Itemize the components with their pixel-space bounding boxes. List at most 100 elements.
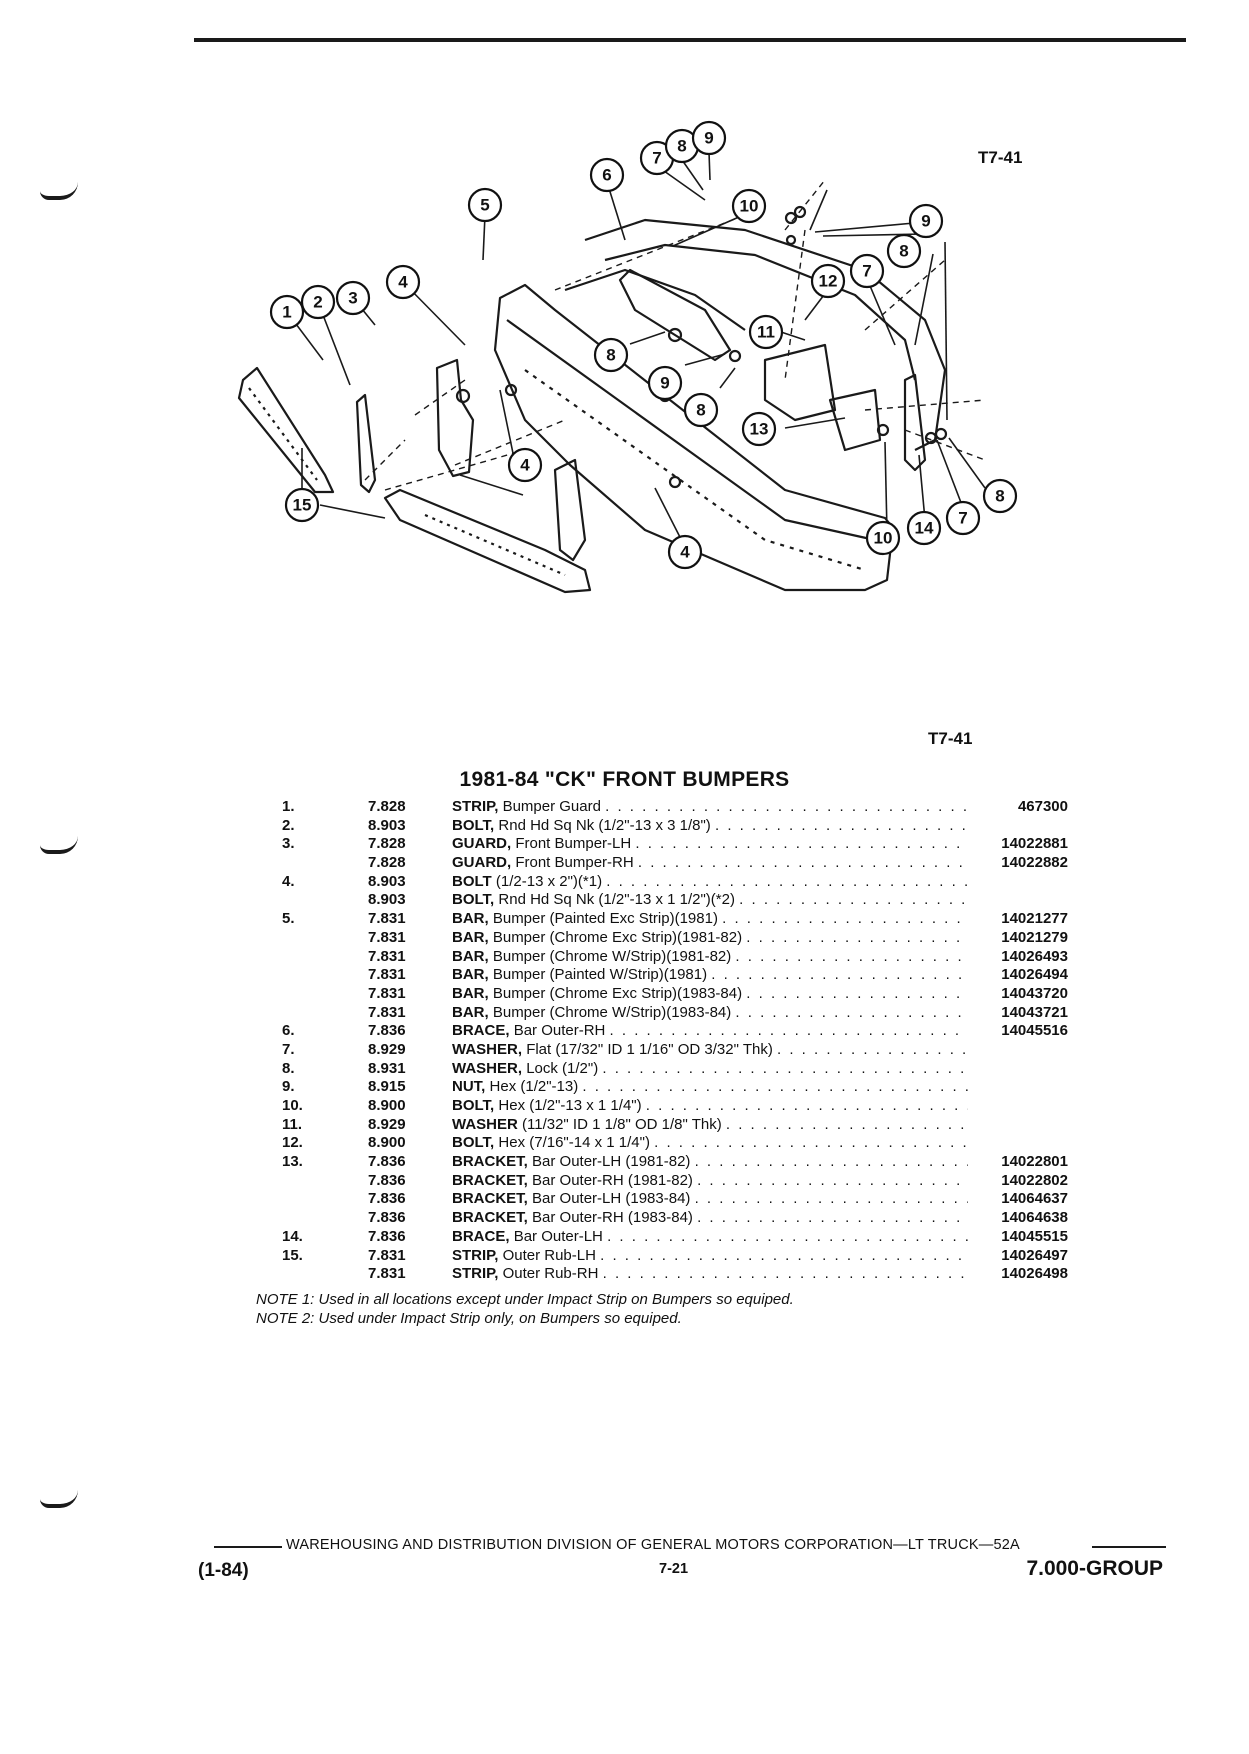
part-name: NUT,: [452, 1078, 486, 1096]
svg-text:9: 9: [921, 212, 930, 231]
part-name: WASHER,: [452, 1059, 523, 1077]
svg-text:8: 8: [677, 137, 686, 156]
bumper-bar: [493, 283, 895, 592]
part-number: 14045515: [1001, 1227, 1068, 1245]
part-number: 14064637: [1001, 1190, 1068, 1208]
callout-8: 8: [982, 478, 1018, 514]
part-detail: Bar Outer-LH (1981-82): [532, 1153, 691, 1171]
svg-text:14: 14: [915, 519, 934, 538]
footer-rule-left: [214, 1546, 282, 1548]
part-number: 14022882: [1001, 854, 1068, 872]
part-description: WASHER (11/32" ID 1 1/8" OD 1/8" Thk) . …: [452, 1116, 968, 1135]
group-number: 7.828: [368, 835, 406, 853]
callout-15: 15: [284, 487, 320, 523]
part-description: BAR, Bumper (Chrome Exc Strip)(1981-82) …: [452, 929, 968, 948]
group-number: 7.836: [368, 1171, 406, 1189]
part-description: WASHER, Flat (17/32" ID 1 1/16" OD 3/32"…: [452, 1041, 968, 1060]
footer-group: 7.000-GROUP: [1026, 1557, 1163, 1580]
part-description: BRACKET, Bar Outer-LH (1983-84) . . . . …: [452, 1190, 968, 1209]
part-description: BAR, Bumper (Chrome Exc Strip)(1983-84) …: [452, 985, 968, 1004]
group-number: 7.836: [368, 1153, 406, 1171]
callout-13: 13: [741, 411, 777, 447]
svg-text:7: 7: [862, 262, 871, 281]
outer-rub-strip-rh: [383, 488, 592, 594]
part-name: BRACKET,: [452, 1153, 528, 1171]
svg-text:9: 9: [704, 129, 713, 148]
leader-dots: . . . . . . . . . . . . . . . . . . . . …: [714, 816, 968, 834]
group-number: 7.836: [368, 1227, 406, 1245]
part-description: GUARD, Front Bumper-LH . . . . . . . . .…: [452, 835, 968, 854]
callout-4: 4: [507, 447, 543, 483]
callout-9: 9: [691, 120, 727, 156]
part-name: STRIP,: [452, 1265, 499, 1283]
svg-text:13: 13: [750, 420, 769, 439]
part-name: BRACE,: [452, 1227, 510, 1245]
binding-mark: [40, 1490, 78, 1508]
part-name: BAR,: [452, 947, 489, 965]
part-name: BRACKET,: [452, 1190, 528, 1208]
callout-2: 2: [300, 284, 336, 320]
part-description: BRACKET, Bar Outer-RH (1983-84) . . . . …: [452, 1209, 968, 1228]
part-detail: Front Bumper-LH: [515, 835, 632, 853]
svg-text:6: 6: [602, 166, 611, 185]
part-number: 467300: [1017, 798, 1068, 815]
svg-text:3: 3: [348, 289, 357, 308]
svg-text:15: 15: [293, 496, 312, 515]
part-name: BRACE,: [452, 1022, 510, 1040]
part-description: BAR, Bumper (Painted Exc Strip)(1981) . …: [452, 910, 968, 929]
leader-dots: . . . . . . . . . . . . . . . . . . . . …: [602, 1265, 968, 1283]
part-description: BRACKET, Bar Outer-LH (1981-82) . . . . …: [452, 1153, 968, 1172]
item-number: 7.: [282, 1040, 295, 1058]
group-number: 7.831: [368, 1246, 406, 1264]
part-name: GUARD,: [452, 835, 512, 853]
item-number: 8.: [282, 1059, 295, 1077]
part-number: 14043720: [1001, 984, 1068, 1002]
callout-9: 9: [908, 203, 944, 239]
callout-8: 8: [593, 337, 629, 373]
part-description: NUT, Hex (1/2"-13) . . . . . . . . . . .…: [452, 1078, 968, 1097]
part-name: BAR,: [452, 928, 489, 946]
part-name: STRIP,: [452, 1246, 499, 1264]
outer-brace-rh: [618, 268, 732, 362]
leader-dots: . . . . . . . . . . . . . . . . . . . . …: [607, 1227, 968, 1245]
binding-mark: [40, 182, 78, 200]
group-number: 7.831: [368, 1003, 406, 1021]
part-description: BOLT, Rnd Hd Sq Nk (1/2"-13 x 1 1/2")(*2…: [452, 891, 968, 910]
svg-text:11: 11: [757, 323, 775, 342]
group-number: 7.831: [368, 947, 406, 965]
bumper-bracket: [553, 458, 587, 562]
part-detail: Rnd Hd Sq Nk (1/2"-13 x 3 1/8"): [498, 816, 711, 834]
callout-8: 8: [683, 392, 719, 428]
footer-division: WAREHOUSING AND DISTRIBUTION DIVISION OF…: [286, 1537, 1020, 1553]
part-number: 14021277: [1001, 910, 1068, 928]
group-number: 8.915: [368, 1078, 406, 1096]
item-number: 5.: [282, 910, 295, 928]
part-number: 14022802: [1001, 1171, 1068, 1189]
frame-rail: [584, 218, 947, 451]
leader-dots: . . . . . . . . . . . . . . . . . . . . …: [606, 872, 968, 890]
item-number: 4.: [282, 872, 295, 890]
footer-rule-right: [1092, 1546, 1166, 1548]
part-detail: Bar Outer-RH: [513, 1022, 606, 1040]
part-detail: Bar Outer-RH (1983-84): [532, 1209, 693, 1227]
part-detail: Outer Rub-LH: [502, 1246, 596, 1264]
note-1: NOTE 1: Used in all locations except und…: [256, 1291, 794, 1308]
callout-4: 4: [385, 264, 421, 300]
part-detail: Bumper (Chrome Exc Strip)(1981-82): [492, 928, 743, 946]
leader-dots: . . . . . . . . . . . . . . . . . . . . …: [746, 984, 968, 1002]
part-description: BOLT, Rnd Hd Sq Nk (1/2"-13 x 3 1/8") . …: [452, 817, 968, 836]
part-name: WASHER: [452, 1115, 518, 1133]
part-description: BOLT, Hex (7/16"-14 x 1 1/4") . . . . . …: [452, 1134, 968, 1153]
group-number: 7.831: [368, 984, 406, 1002]
outer-bracket: [763, 343, 837, 422]
svg-text:4: 4: [520, 456, 530, 475]
